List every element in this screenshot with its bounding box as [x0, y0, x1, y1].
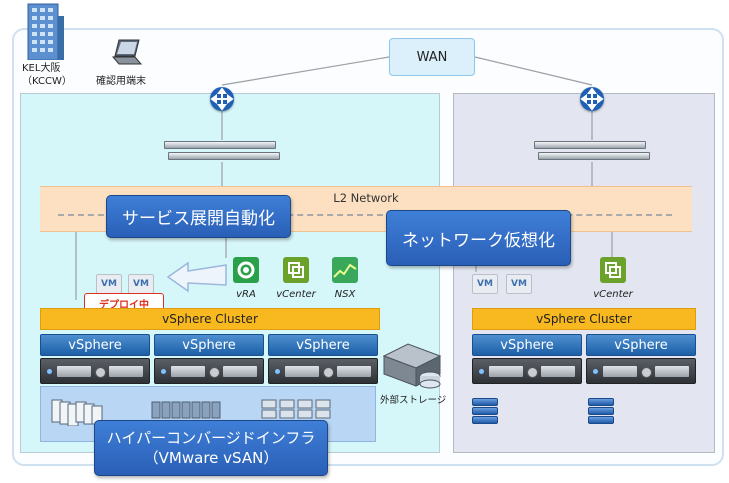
nsx-icon — [332, 257, 358, 283]
vsphere-cluster-right: vSphere Cluster — [472, 308, 696, 330]
hci-callout: ハイパーコンバージドインフラ （VMware vSAN） — [94, 420, 328, 476]
vm-box: VM — [472, 274, 498, 294]
vsphere-cluster-left: vSphere Cluster — [40, 308, 380, 330]
vra-icon — [233, 257, 259, 283]
server-icon — [154, 358, 264, 384]
wan-box: WAN — [389, 38, 475, 76]
disk-array-icon — [51, 399, 331, 426]
vcenter-label: vCenter — [276, 289, 316, 300]
server-icon — [472, 358, 582, 384]
switch-icon-left-2 — [168, 152, 280, 160]
building-icon — [26, 2, 66, 61]
vsphere-host: vSphere — [268, 334, 378, 356]
switch-icon-right-1 — [534, 141, 646, 149]
nsx-label: NSX — [334, 289, 356, 300]
vsphere-host: vSphere — [586, 334, 696, 356]
database-icon — [472, 398, 498, 425]
vsphere-host: vSphere — [472, 334, 582, 356]
laptop-icon — [111, 38, 143, 68]
l2-network-link — [58, 214, 672, 216]
external-storage-label: 外部ストレージ — [380, 395, 447, 406]
vcenter-icon — [600, 257, 626, 283]
vra-label: vRA — [236, 289, 256, 300]
vm-box: VM — [128, 274, 154, 294]
vm-box: VM — [96, 274, 122, 294]
l2-network-label: L2 Network — [333, 191, 399, 205]
external-storage-icon — [382, 343, 442, 389]
server-icon — [586, 358, 696, 384]
router-icon-right — [580, 87, 604, 111]
building-label: KEL大阪 （KCCW） — [22, 62, 82, 88]
vsphere-host: vSphere — [40, 334, 150, 356]
database-icon — [588, 398, 614, 425]
router-icon-left — [210, 87, 234, 111]
vsphere-host: vSphere — [154, 334, 264, 356]
switch-icon-left-1 — [164, 141, 276, 149]
network-virtualization-callout: ネットワーク仮想化 — [386, 210, 571, 266]
building-label-line2: （KCCW） — [22, 76, 72, 87]
switch-icon-right-2 — [538, 152, 650, 160]
service-automation-callout: サービス展開自動化 — [106, 195, 291, 238]
building-label-line1: KEL大阪 — [22, 63, 61, 74]
laptop-label: 確認用端末 — [96, 76, 146, 87]
deploy-arrow-icon — [166, 261, 227, 293]
vcenter-label-right: vCenter — [593, 289, 633, 300]
vcenter-icon — [283, 257, 309, 283]
server-icon — [40, 358, 150, 384]
hci-callout-line2: （VMware vSAN） — [143, 449, 279, 467]
hci-callout-line1: ハイパーコンバージドインフラ — [106, 429, 316, 447]
server-icon — [268, 358, 378, 384]
vm-box: VM — [506, 274, 532, 294]
